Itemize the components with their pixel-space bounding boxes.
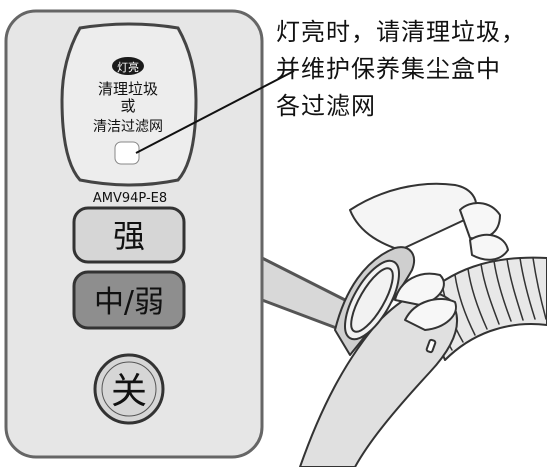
off-button[interactable]: 关 — [93, 353, 165, 425]
medium-weak-button[interactable]: 中/弱 — [72, 270, 186, 330]
hand-with-handle-illustration — [299, 182, 547, 467]
indicator-line-3: 清洁过滤网 — [93, 119, 163, 135]
strong-button-label: 强 — [113, 217, 145, 255]
callout-line-3: 各过滤网 — [276, 92, 376, 120]
indicator-badge-label: 灯亮 — [117, 60, 139, 74]
callout-line-2: 并维护保养集尘盒中 — [276, 55, 501, 83]
indicator-line-1: 清理垃圾 — [98, 80, 158, 98]
indicator-badge — [112, 57, 144, 75]
indicator-light — [114, 141, 140, 165]
callout-text: 灯亮时，请清理垃圾， 并维护保养集尘盒中 各过滤网 — [276, 14, 546, 125]
strong-button[interactable]: 强 — [72, 206, 186, 264]
callout-line-1: 灯亮时，请清理垃圾， — [276, 18, 526, 46]
model-label: AMV94P-E8 — [93, 191, 167, 206]
indicator-section — [60, 22, 198, 187]
medium-weak-button-label: 中/弱 — [94, 285, 164, 320]
indicator-line-2: 或 — [120, 97, 135, 115]
callout-leader-line — [135, 70, 295, 154]
off-button-label: 关 — [111, 371, 147, 412]
